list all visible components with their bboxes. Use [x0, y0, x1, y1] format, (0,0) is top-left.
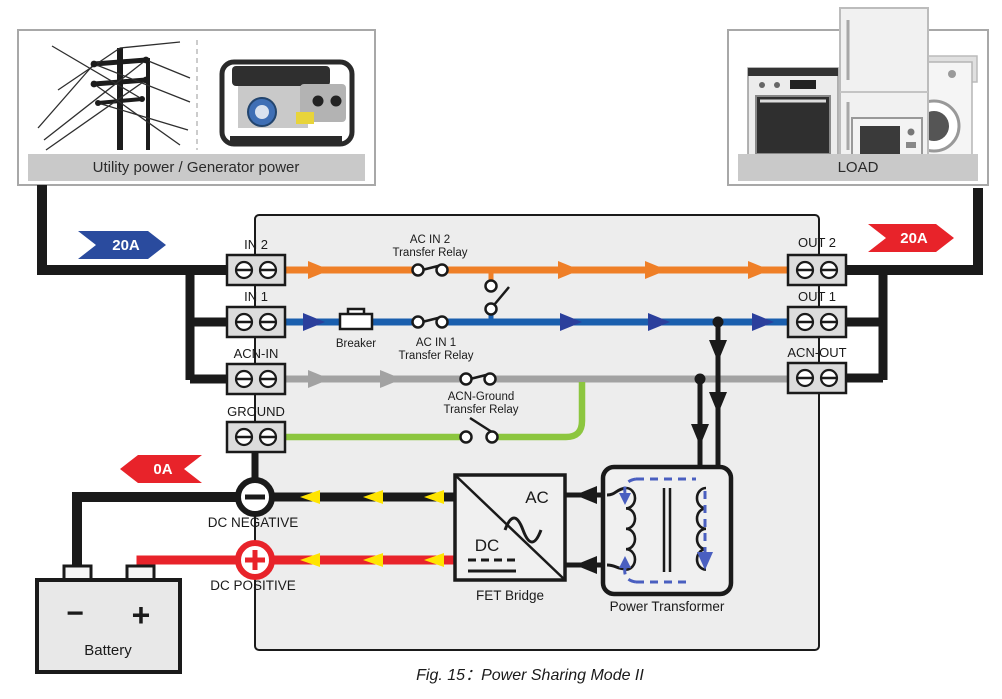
- flux-arrows: [619, 477, 713, 584]
- terminal-out2: OUT 2: [786, 235, 848, 287]
- ac-output-bus: [846, 188, 983, 383]
- left-arrow-icon: [575, 556, 597, 574]
- flux-up-arrow-icon: [619, 556, 631, 568]
- left-arrow-icon: [575, 486, 597, 504]
- utility-caption: Utility power / Generator power: [93, 159, 300, 176]
- dc-positive-label: DC POSITIVE: [210, 578, 296, 593]
- load-box: LOAD: [727, 7, 989, 186]
- load-caption-bar: [738, 154, 978, 181]
- appliances-icon: [746, 7, 978, 175]
- down-arrow-icon: [691, 424, 709, 446]
- junction-dot: [712, 316, 724, 328]
- load-caption: LOAD: [838, 159, 879, 176]
- battery: − + Battery: [35, 564, 182, 674]
- relay-ac-in1-label2: Transfer Relay: [399, 350, 474, 362]
- line-in1-to-out1: Breaker AC IN 1 Transfer Relay: [285, 307, 790, 362]
- inverter-enclosure: [254, 214, 820, 651]
- input-current-badge: 20A: [78, 231, 166, 259]
- output-current-badge: 20A: [868, 224, 954, 252]
- breaker-icon: [338, 307, 374, 331]
- battery-plus-symbol: +: [132, 597, 151, 633]
- terminal-out1: OUT 1: [786, 289, 848, 339]
- power-transformer-label: Power Transformer: [610, 599, 725, 614]
- utility-power-box: Utility power / Generator power: [17, 29, 376, 186]
- relay-acn-switch-icon: [459, 372, 497, 386]
- terminal-in2-label: IN 2: [244, 237, 268, 252]
- terminal-acn-in: ACN-IN: [225, 346, 287, 396]
- breaker-label: Breaker: [336, 338, 376, 350]
- flux-down-arrow-icon: [619, 493, 631, 505]
- fet-dc-label: DC: [475, 536, 500, 555]
- dc-positive-terminal: DC POSITIVE: [210, 540, 296, 593]
- power-lines-icon: [37, 41, 191, 151]
- battery-body: [35, 578, 182, 674]
- relay-ground-switch-icon: [459, 416, 499, 444]
- terminal-acn-out-label: ACN-OUT: [787, 345, 846, 360]
- fet-bridge: AC DC FET Bridge: [453, 473, 567, 603]
- current-arrows: [300, 553, 444, 567]
- terminal-out2-label: OUT 2: [798, 235, 836, 250]
- terminal-blocks-left: IN 2 IN 1 ACN-IN GROUND: [225, 237, 287, 454]
- ac-input-bus: [37, 185, 232, 384]
- flux-down-arrow-icon: [697, 552, 713, 570]
- input-current-value: 20A: [112, 237, 140, 254]
- relay-ac-in1-switch-icon: [411, 315, 449, 329]
- terminal-blocks-right: OUT 2 OUT 1 ACN-OUT: [786, 235, 848, 395]
- fet-bridge-label: FET Bridge: [476, 588, 544, 603]
- primary-coil-icon: [625, 486, 637, 571]
- battery-label: Battery: [84, 642, 132, 659]
- relay-ac-in2-switch-icon: [411, 263, 449, 277]
- relay-ac-in1-label: AC IN 1: [416, 337, 456, 349]
- terminal-ground: GROUND: [225, 404, 287, 454]
- line-in2-to-out2: AC IN 2 Transfer Relay: [285, 234, 790, 280]
- terminal-ground-label: GROUND: [227, 404, 285, 419]
- terminal-in1: IN 1: [225, 289, 287, 339]
- fet-ac-label: AC: [525, 488, 549, 507]
- figure-caption: Fig. 15：Power Sharing Mode II: [416, 667, 644, 684]
- relay-acn-ground-label: ACN-Ground: [448, 391, 514, 403]
- relay-ac-in2-label: AC IN 2: [410, 234, 450, 246]
- battery-minus-symbol: −: [66, 597, 84, 630]
- line-ground-bond: [285, 382, 586, 444]
- battery-current-value: 0A: [153, 461, 172, 478]
- down-arrow-icon: [709, 392, 727, 414]
- down-arrow-icon: [709, 340, 727, 362]
- relay-ac-in2-label2: Transfer Relay: [393, 247, 468, 259]
- terminal-in2: IN 2: [225, 237, 287, 287]
- dc-negative-terminal: DC NEGATIVE: [208, 477, 299, 530]
- terminal-out1-label: OUT 1: [798, 289, 836, 304]
- battery-current-badge: 0A: [120, 455, 202, 483]
- terminal-in1-label: IN 1: [244, 289, 268, 304]
- terminal-acn-in-label: ACN-IN: [234, 346, 279, 361]
- output-current-value: 20A: [900, 230, 928, 247]
- sine-wave-icon: [503, 516, 543, 544]
- relay-acn-ground-label2: Transfer Relay: [444, 404, 519, 416]
- power-transformer: Power Transformer: [600, 464, 734, 614]
- plus-icon: [245, 550, 265, 570]
- current-arrows: [300, 490, 444, 504]
- line-acn-in-to-acn-out: ACN-Ground Transfer Relay: [285, 370, 790, 416]
- dc-negative-label: DC NEGATIVE: [208, 515, 299, 530]
- terminal-acn-out: ACN-OUT: [786, 345, 848, 395]
- fet-transformer-links: [565, 486, 606, 574]
- utility-caption-bar: [28, 154, 365, 181]
- generator-icon: [219, 59, 355, 147]
- junction-dot: [694, 373, 706, 385]
- dc-negative-cable: [72, 490, 455, 570]
